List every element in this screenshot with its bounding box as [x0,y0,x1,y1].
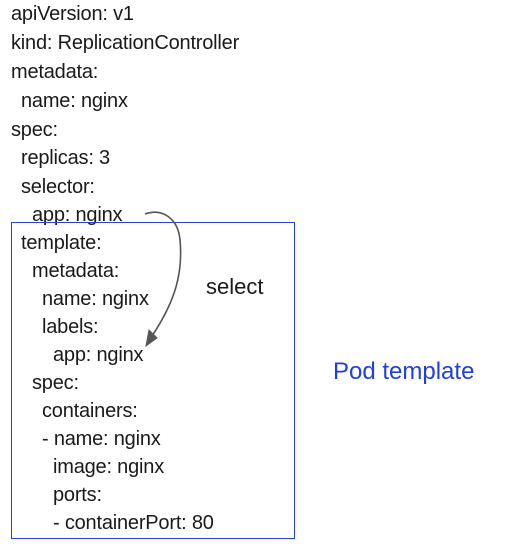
yaml-line-template-name: name: nginx [42,288,149,310]
yaml-line-template-spec: spec: [32,372,79,394]
yaml-line-labels: labels: [42,316,99,338]
yaml-line-selector-app: app: nginx [32,204,123,226]
yaml-line-container-name: - name: nginx [42,428,161,450]
yaml-line-containers: containers: [42,400,138,422]
yaml-line-container-port: - containerPort: 80 [53,512,214,534]
yaml-line-replicas: replicas: 3 [21,147,110,169]
yaml-line-image: image: nginx [53,456,164,478]
yaml-line-metadata: metadata: [11,61,99,83]
yaml-line-template: template: [21,232,102,254]
yaml-line-labels-app: app: nginx [53,344,144,366]
yaml-line-kind: kind: ReplicationController [11,32,240,54]
yaml-line-ports: ports: [53,484,102,506]
select-label: select [206,274,264,299]
yaml-line-metadata-name: name: nginx [21,90,128,112]
yaml-line-api-version: apiVersion: v1 [11,3,134,25]
yaml-line-selector: selector: [21,176,95,198]
yaml-line-spec: spec: [11,119,58,141]
yaml-line-template-metadata: metadata: [32,260,120,282]
pod-template-label: Pod template [333,358,475,385]
pod-template-box [11,222,295,539]
